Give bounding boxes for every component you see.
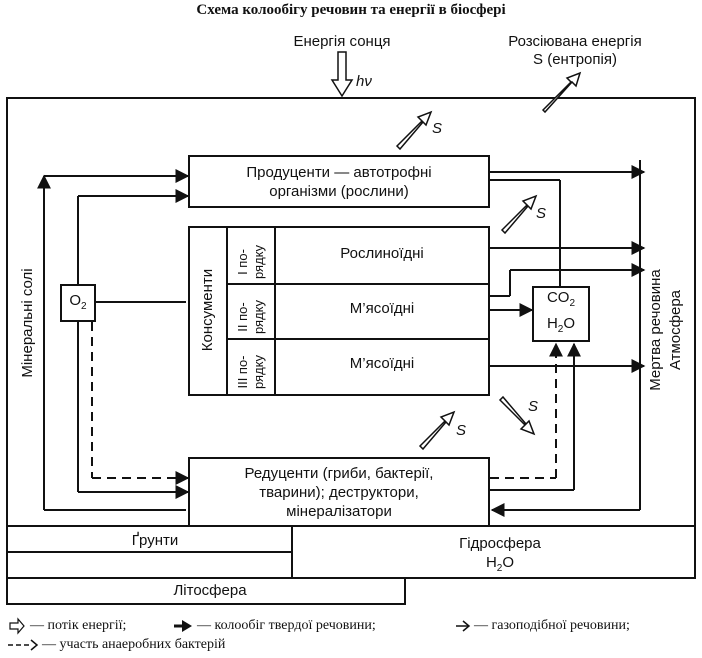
legend-anaerobic-text: — участь анаеробних бактерій — [42, 637, 226, 652]
entropy-arrow-2 — [500, 194, 538, 235]
consumers-order-divider — [274, 228, 276, 394]
reducers-box: Редуценти (гриби, бактерії, тварини); де… — [188, 457, 490, 527]
legend-anaerobic-symbol — [8, 639, 39, 651]
entropy-s-label-2: S — [536, 205, 547, 222]
dissipated-energy-label: Розсіювана енергія S (ентропія) — [485, 33, 665, 69]
consumers-label: Консументи — [199, 268, 216, 352]
dead-matter-label: Мертва речовина — [647, 269, 664, 391]
co2-h2o-box: CO2 H2O — [532, 286, 590, 342]
entropy-s-label-1: S — [432, 120, 443, 137]
order-1-label: I по- рядку — [235, 244, 266, 280]
diagram-title: Схема колообігу речовин та енергії в біо… — [196, 2, 506, 18]
reducers-line1: Редуценти (гриби, бактерії, — [244, 464, 434, 482]
carnivores-2-label: М’ясоїдні — [349, 355, 415, 372]
sun-energy-label: Енергія сонця — [293, 33, 391, 50]
order-3-label: III по- рядку — [235, 354, 266, 390]
carnivores-1-label: М’ясоїдні — [349, 300, 415, 317]
dissipated-line1: Розсіювана енергія — [508, 33, 642, 50]
legend-gas-text: — газоподібної речовини; — [474, 618, 630, 633]
row-divider-1 — [226, 283, 488, 285]
legend-energy-symbol — [9, 617, 25, 635]
dissipated-line2: S (ентропія) — [533, 51, 617, 68]
herbivores-label: Рослиноїдні — [340, 245, 424, 262]
entropy-arrow-1 — [395, 110, 433, 151]
sun-energy-arrow — [330, 51, 354, 98]
hv-label: hν — [356, 73, 372, 90]
lithosphere-frame — [6, 577, 406, 605]
entropy-arrow-dissipated — [541, 71, 582, 114]
reducers-line2: тварини); деструктори, — [259, 483, 419, 501]
hydrosphere-label: Гідросфера H2O — [459, 535, 541, 574]
entropy-s-label-3: S — [456, 422, 467, 439]
entropy-arrow-4 — [498, 395, 536, 436]
entropy-arrow-3 — [418, 410, 456, 451]
legend-energy-text: — потік енергії; — [30, 618, 127, 633]
legend-solid-text: — колообіг твердої речовини; — [197, 618, 376, 633]
producers-line2: організми (рослини) — [269, 182, 409, 200]
consumers-block: Консументи I по- рядку II по- рядку III … — [188, 226, 490, 396]
dead-matter-atmosphere-label: Мертва речовина Атмосфера — [646, 250, 686, 410]
legend-gas-symbol — [456, 620, 471, 632]
atmosphere-label: Атмосфера — [667, 289, 684, 371]
legend-solid-symbol — [174, 620, 192, 632]
lithosphere-label: Літосфера — [173, 582, 247, 599]
soils-label: Ґрунти — [131, 532, 179, 549]
order-2-label: II по- рядку — [235, 299, 266, 335]
row-divider-2 — [226, 338, 488, 340]
consumers-label-divider — [226, 228, 228, 394]
mineral-salts-label: Мінеральні солі — [19, 268, 36, 378]
reducers-line3: мінералізатори — [286, 502, 392, 520]
producers-line1: Продуценти — автотрофні — [246, 163, 432, 181]
producers-box: Продуценти — автотрофні організми (росли… — [188, 155, 490, 208]
entropy-s-label-4: S — [528, 398, 539, 415]
o2-box: O2 — [60, 284, 96, 322]
